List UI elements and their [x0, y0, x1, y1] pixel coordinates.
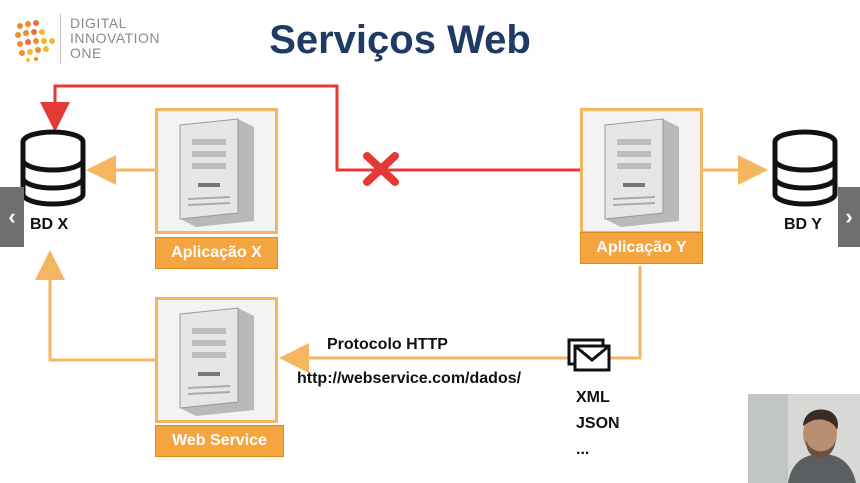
arrow-ws-to-bdx — [35, 250, 155, 362]
database-y-icon — [770, 128, 840, 208]
web-service-box — [155, 297, 278, 423]
logo-line-2: INNOVATION — [70, 30, 161, 46]
format-more: ... — [576, 441, 590, 458]
forbidden-x-icon — [363, 152, 399, 186]
logo-text: DIGITAL INNOVATION ONE — [70, 16, 160, 61]
arrow-appy-to-ws — [279, 266, 642, 373]
format-json: JSON — [576, 415, 620, 432]
protocol-label: Protocolo HTTP — [327, 336, 448, 353]
server-icon — [179, 118, 254, 227]
app-y-label: Aplicação Y — [580, 232, 703, 264]
format-xml: XML — [576, 389, 610, 406]
app-x-label: Aplicação X — [155, 237, 278, 269]
logo-divider — [60, 14, 61, 64]
presenter-webcam — [748, 394, 860, 483]
logo-line-1: DIGITAL — [70, 15, 127, 31]
database-x-label: BD X — [30, 216, 69, 233]
next-slide-button[interactable]: › — [838, 187, 860, 247]
chevron-right-icon: › — [845, 204, 853, 229]
app-x-box — [155, 108, 278, 234]
logo-icon — [14, 18, 56, 62]
logo-line-3: ONE — [70, 45, 102, 61]
web-service-label: Web Service — [155, 425, 284, 457]
chevron-left-icon: ‹ — [8, 204, 16, 229]
prev-slide-button[interactable]: ‹ — [0, 187, 24, 247]
page-title: Serviços Web — [269, 18, 531, 62]
protocol-url: http://webservice.com/dados/ — [297, 370, 522, 387]
database-x-icon — [18, 128, 88, 208]
presenter-video-icon — [748, 394, 860, 483]
database-y-label: BD Y — [784, 216, 822, 233]
server-icon — [179, 307, 254, 416]
envelope-icon — [567, 338, 611, 374]
format-list: XML JSON ... — [576, 385, 620, 463]
server-icon — [604, 118, 679, 227]
app-y-box — [580, 108, 703, 234]
arrow-forbidden-path — [40, 84, 580, 172]
